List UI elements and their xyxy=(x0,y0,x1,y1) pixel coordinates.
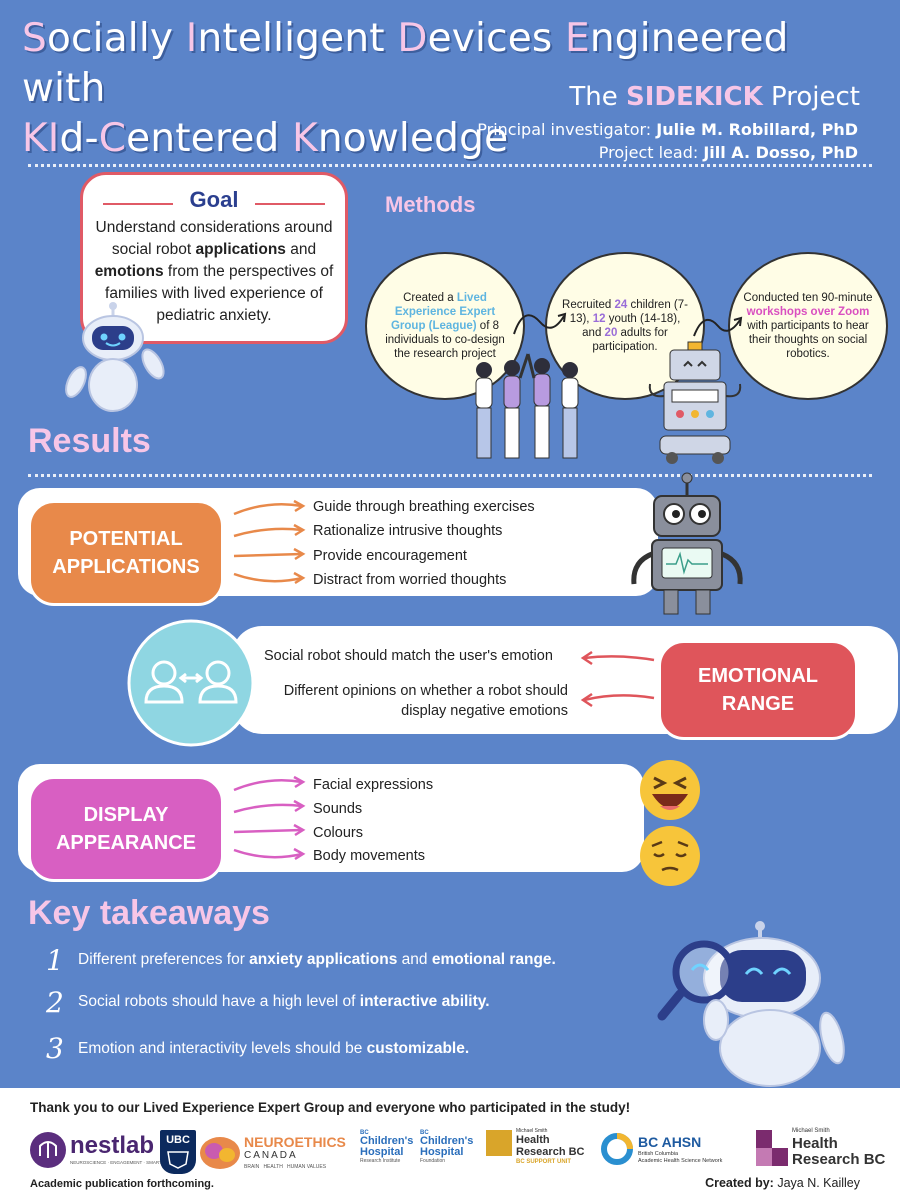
methods-title: Methods xyxy=(385,192,476,217)
brain-icon xyxy=(200,1137,240,1169)
monitor-robot-illustration xyxy=(631,472,743,615)
goal-title-rule-right xyxy=(255,203,325,205)
potential-applications-pill: POTENTIAL APPLICATIONS xyxy=(28,500,224,606)
arrow-icon xyxy=(513,312,567,335)
principal-investigator: Principal investigator: Julie M. Robilla… xyxy=(477,120,858,139)
display-item: Body movements xyxy=(313,848,426,864)
display-appearance-pill: DISPLAY APPEARANCE xyxy=(28,776,224,882)
msh-bc-logo: Michael Smith Health Research BC xyxy=(756,1128,890,1176)
takeaway-item: 3 xyxy=(46,1032,64,1065)
title-line-2: KId-Centered Knowledge xyxy=(22,116,509,161)
application-item: Provide encouragement xyxy=(313,548,467,564)
bcch-foundation-logo: BC Children's Hospital Foundation xyxy=(420,1130,474,1164)
bcch-research-institute-logo: BC Children's Hospital Research Institut… xyxy=(360,1130,414,1164)
logo-squares-icon xyxy=(756,1130,788,1166)
takeaway-text: Different preferences for anxiety applic… xyxy=(78,951,556,968)
people-high-five-illustration xyxy=(475,353,579,459)
crest-icon xyxy=(167,1151,189,1169)
results-title: Results xyxy=(28,422,151,460)
bc-ahsn-logo: BC AHSN British Columbia Academic Health… xyxy=(600,1132,750,1176)
poster-title: Socially Intelligent Devices Engineered … xyxy=(22,14,882,164)
emotional-range-pill: EMOTIONAL RANGE xyxy=(658,640,858,740)
emotional-item: Social robot should match the user's emo… xyxy=(264,648,553,664)
waving-robot-illustration xyxy=(65,302,165,412)
brain-icon xyxy=(30,1132,66,1168)
sad-emoji-icon xyxy=(640,826,700,886)
neuroethics-canada-logo: NEUROETHICS CANADA BRAIN HEALTH HUMAN VA… xyxy=(198,1132,358,1176)
emotional-item: display negative emotions xyxy=(401,703,568,719)
takeaway-item: 2 xyxy=(46,986,64,1019)
display-item: Sounds xyxy=(313,801,363,817)
title-line-1: Socially Intelligent Devices Engineered … xyxy=(22,16,789,111)
nestlab-logo: nestlab NEUROSCIENCE · ENGAGEMENT · SMAR… xyxy=(28,1130,188,1172)
key-takeaways-title: Key takeaways xyxy=(28,894,270,932)
divider xyxy=(28,474,872,477)
takeaway-text: Social robots should have a high level o… xyxy=(78,993,490,1010)
logo-square xyxy=(486,1130,512,1156)
goal-box: Goal Understand considerations around so… xyxy=(80,172,348,344)
divider xyxy=(28,164,872,167)
ubc-logo: UBC xyxy=(160,1130,196,1174)
goal-title: Goal xyxy=(189,187,239,212)
emotional-item: Different opinions on whether a robot sh… xyxy=(283,683,568,699)
retro-robot-illustration xyxy=(648,341,742,464)
goal-text: Understand considerations around social … xyxy=(94,219,334,324)
magnifier-robot-illustration xyxy=(657,921,845,1087)
arrow-icons-orange xyxy=(233,499,306,585)
takeaway-item: 1 xyxy=(46,944,64,977)
application-item: Guide through breathing exercises xyxy=(313,499,535,515)
arrow-icon xyxy=(693,316,743,337)
project-name: The SIDEKICK Project xyxy=(569,82,860,112)
thanks-text: Thank you to our Lived Experience Expert… xyxy=(30,1100,631,1115)
application-item: Distract from worried thoughts xyxy=(313,572,507,588)
ring-icon xyxy=(601,1133,633,1165)
method-step-3: Conducted ten 90-minute workshops over Z… xyxy=(728,252,888,400)
takeaway-text: Emotion and interactivity levels should … xyxy=(78,1040,470,1057)
arrow-icons-pink xyxy=(233,775,306,861)
project-lead: Project lead: Jill A. Dosso, PhD xyxy=(598,143,858,162)
goal-title-rule-left xyxy=(103,203,173,205)
method-step-1: Created a Lived Experience Expert Group … xyxy=(365,252,525,400)
display-item: Facial expressions xyxy=(313,777,434,793)
arrow-icons-red xyxy=(580,650,655,708)
msh-bc-support-unit-logo: Michael Smith Health Research BC BC SUPP… xyxy=(486,1128,594,1176)
publication-note: Academic publication forthcoming. xyxy=(30,1178,214,1190)
created-by: Created by: Jaya N. Kailley xyxy=(705,1176,860,1190)
laughing-emoji-icon xyxy=(640,760,700,820)
application-item: Rationalize intrusive thoughts xyxy=(313,523,503,539)
footer xyxy=(0,1088,900,1200)
display-item: Colours xyxy=(313,825,363,841)
emotion-exchange-icon xyxy=(127,619,255,747)
